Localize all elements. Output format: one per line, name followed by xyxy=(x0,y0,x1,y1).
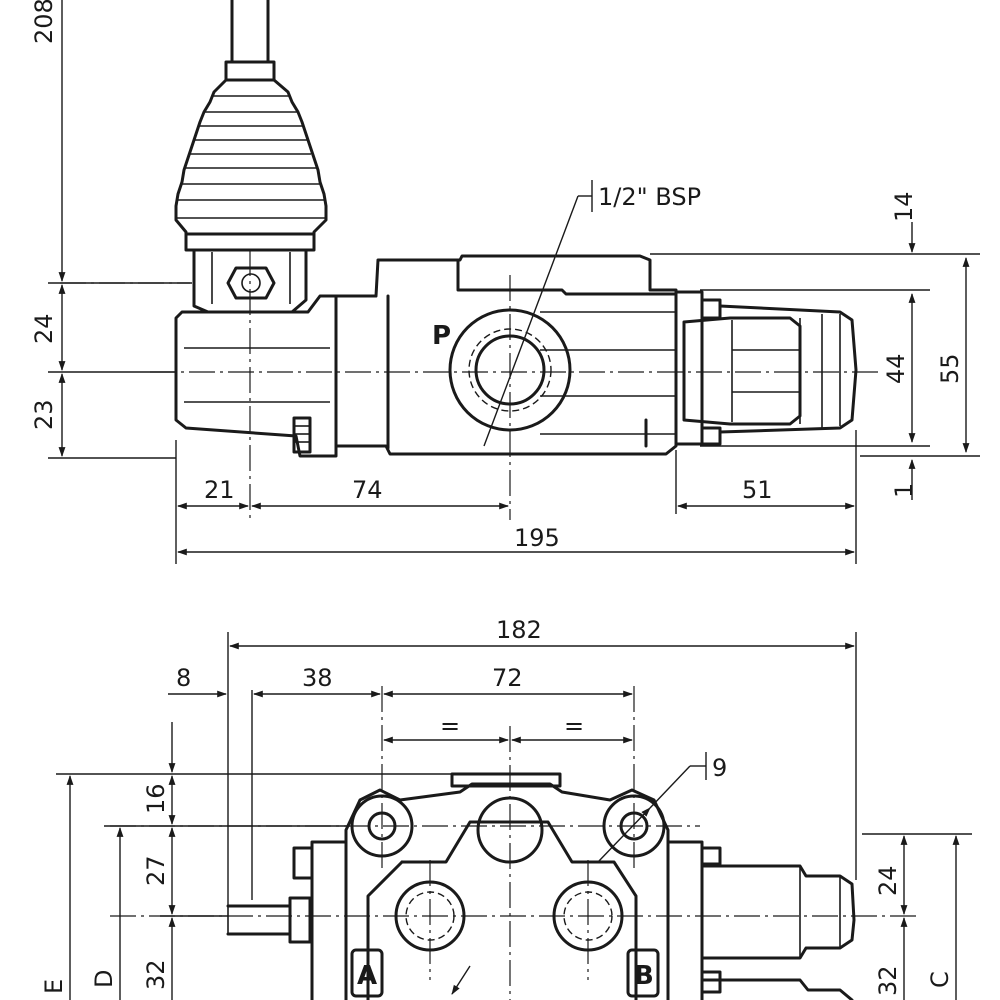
dim-8: 8 xyxy=(176,664,191,692)
thread-callout: 1/2" BSP xyxy=(483,180,701,447)
dim-equal-right: = xyxy=(564,712,584,740)
rubber-boot xyxy=(174,78,328,252)
dim-letter-d: D xyxy=(90,970,118,988)
dim-32-left: 32 xyxy=(142,959,170,990)
plan-horizontal-dimensions: 182 8 38 72 = = xyxy=(168,616,857,906)
dim-letter-c: C xyxy=(926,971,954,988)
spool-end-cap xyxy=(674,290,858,446)
plan-view: A B xyxy=(40,616,972,1000)
dim-equal-left: = xyxy=(440,712,460,740)
lever-rod xyxy=(224,0,276,82)
dim-44: 44 xyxy=(882,353,910,384)
port-b-label: B xyxy=(634,961,654,991)
dim-208: 208 xyxy=(30,0,58,44)
dim-9: 9 xyxy=(712,754,727,782)
dim-182: 182 xyxy=(496,616,542,644)
hole-callout: 9 xyxy=(597,752,727,863)
dim-1: 1 xyxy=(890,483,918,498)
side-right-dimensions: 14 44 55 1 xyxy=(650,191,980,500)
port-p-label: P xyxy=(432,321,451,351)
plan-left-dimensions: 16 27 32 E D xyxy=(40,722,452,1000)
dim-27: 27 xyxy=(142,855,170,886)
dim-72: 72 xyxy=(492,664,523,692)
dim-14: 14 xyxy=(890,191,918,222)
dim-21: 21 xyxy=(204,476,235,504)
dim-24-right: 24 xyxy=(874,865,902,896)
port-a-label: A xyxy=(357,961,377,991)
plan-body: A B xyxy=(226,772,856,1000)
handle-housing xyxy=(174,294,338,458)
side-length-dimensions: 21 74 51 195 xyxy=(175,430,857,564)
dim-55: 55 xyxy=(936,353,964,384)
dim-32-right: 32 xyxy=(874,965,902,996)
dim-23: 23 xyxy=(30,399,58,430)
dim-24-left: 24 xyxy=(30,313,58,344)
side-left-dimensions: 208 24 23 xyxy=(30,0,192,459)
dim-74: 74 xyxy=(352,476,383,504)
dim-195: 195 xyxy=(514,524,560,552)
thread-size-label: 1/2" BSP xyxy=(598,183,701,211)
dim-38: 38 xyxy=(302,664,333,692)
plan-right-dimensions: 24 32 C xyxy=(862,833,972,1000)
dim-16: 16 xyxy=(142,783,170,814)
valve-body: P xyxy=(334,254,678,456)
side-view: P 1/2" BSP xyxy=(30,0,980,564)
dim-letter-e: E xyxy=(40,979,68,994)
dim-51: 51 xyxy=(742,476,773,504)
